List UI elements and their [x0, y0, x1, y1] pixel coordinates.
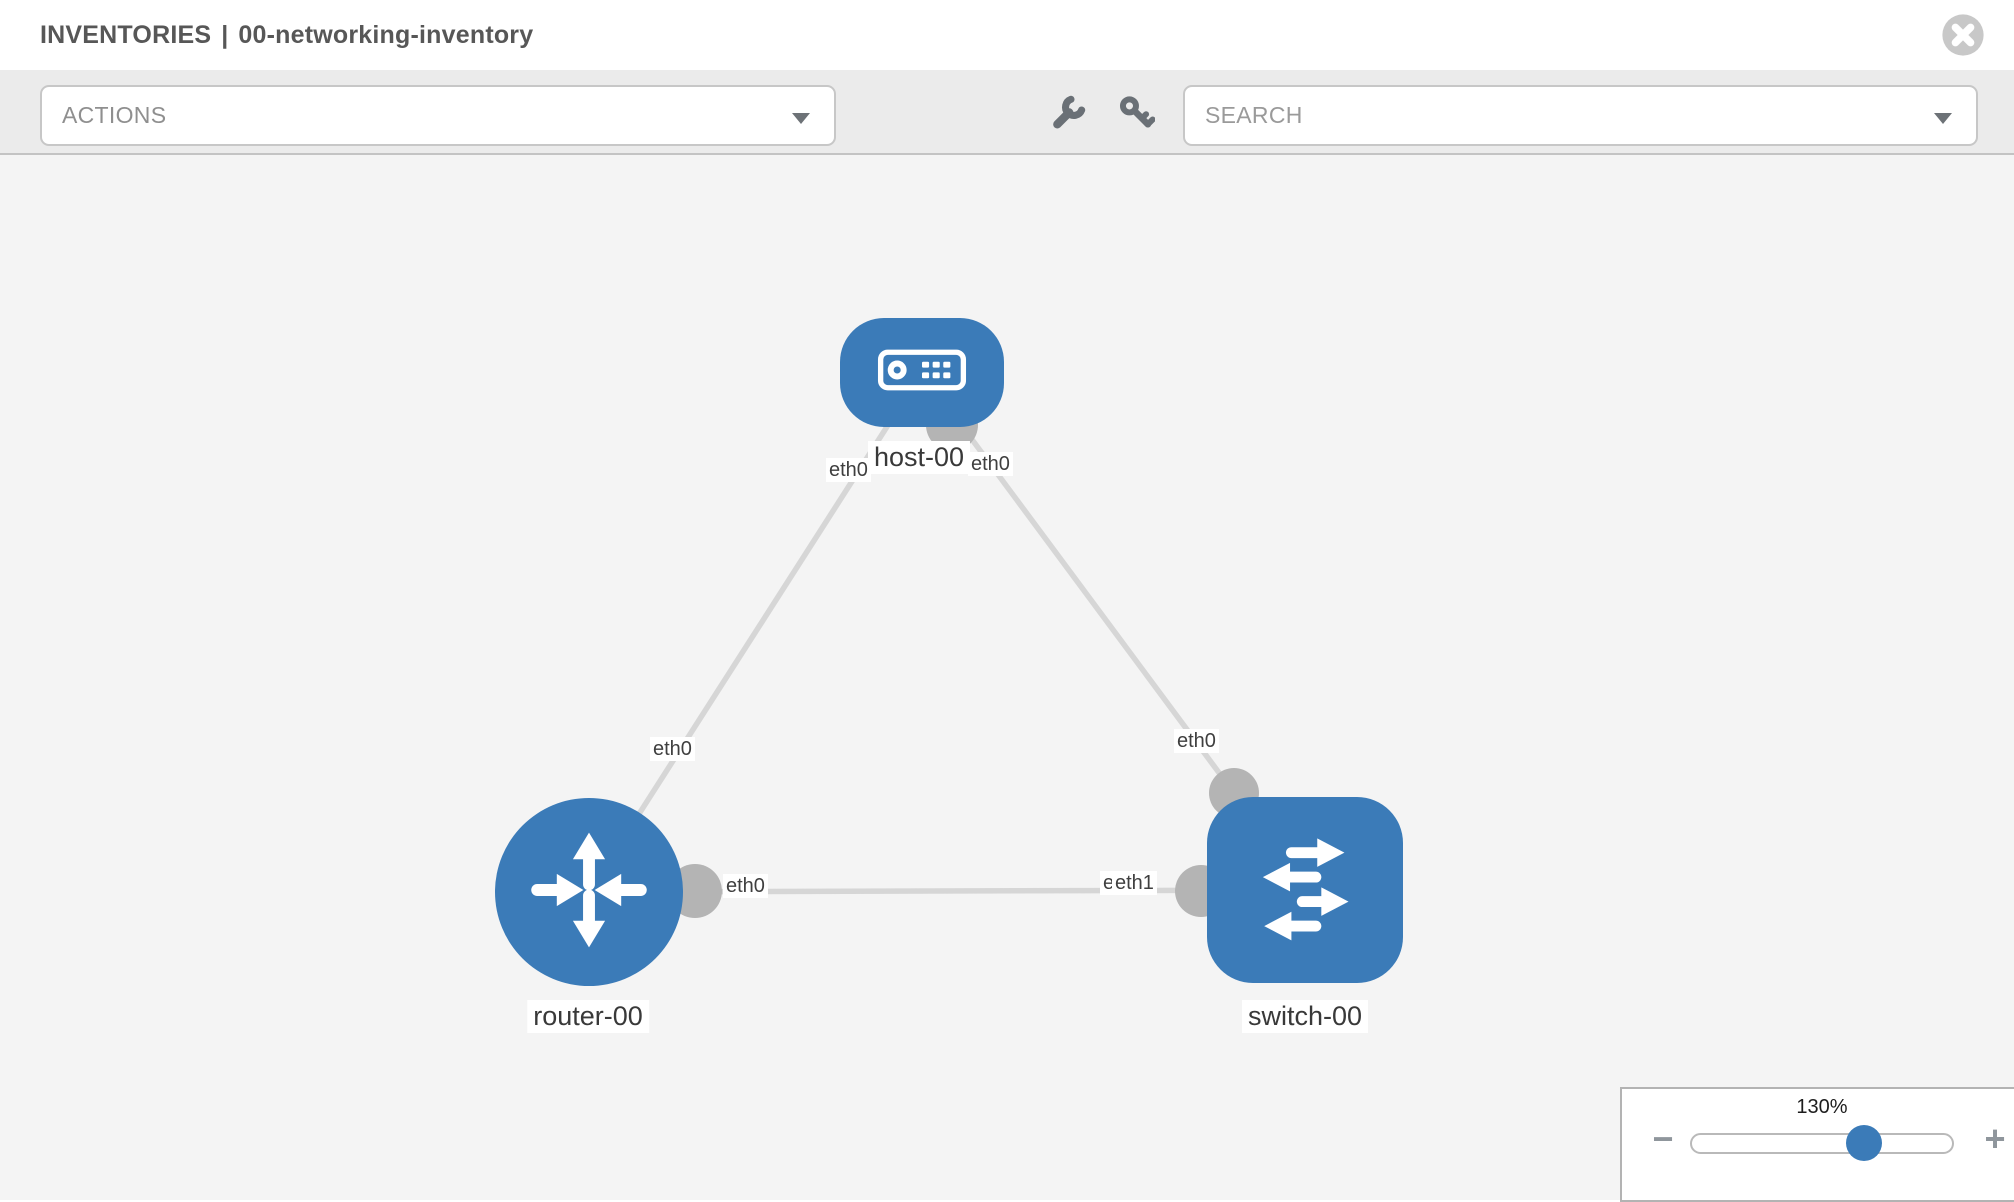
actions-dropdown-label: ACTIONS	[62, 102, 167, 128]
node-label-switch-00: switch-00	[1241, 1000, 1369, 1033]
interface-label-switch-eth1: eth1	[1112, 871, 1157, 895]
interface-label-switch-link-eth0: eth0	[1174, 729, 1219, 753]
breadcrumb-separator: |	[221, 20, 229, 49]
zoom-level-label: 130%	[1796, 1096, 1848, 1118]
zoom-out-button[interactable]: −	[1646, 1121, 1680, 1157]
page-title: INVENTORIES | 00-networking-inventory	[40, 21, 533, 50]
router-arrows-icon	[519, 820, 659, 965]
node-router-00[interactable]	[495, 798, 683, 986]
topology-links-layer	[586, 370, 1306, 918]
zoom-slider-thumb[interactable]	[1846, 1125, 1882, 1161]
zoom-slider[interactable]	[1690, 1133, 1954, 1154]
interface-label-host-eth0-left: eth0	[826, 458, 871, 482]
search-input[interactable]	[1205, 102, 1905, 129]
interface-label-host-eth0-right: eth0	[968, 452, 1013, 476]
page-header: INVENTORIES | 00-networking-inventory	[0, 0, 2014, 70]
x-circle-icon	[1941, 14, 1985, 60]
credentials-button[interactable]	[1116, 94, 1156, 134]
actions-dropdown[interactable]: ACTIONS	[40, 85, 836, 146]
topology-canvas[interactable]: host-00 router-00 switch-00 eth0 eth0 et…	[0, 155, 2014, 1200]
zoom-control-panel: 130% − +	[1620, 1087, 2014, 1202]
interface-label-router-link-eth0: eth0	[650, 737, 695, 761]
breadcrumb-section: INVENTORIES	[40, 20, 212, 49]
interface-label-router-eth0: eth0	[723, 874, 768, 898]
node-host-00[interactable]	[840, 318, 1004, 427]
toolbar: ACTIONS	[0, 70, 2014, 155]
node-label-host-00: host-00	[867, 441, 971, 474]
key-icon	[1117, 96, 1156, 135]
search-dropdown[interactable]	[1183, 85, 1978, 146]
adhoc-commands-button[interactable]	[1048, 94, 1088, 134]
link-host00-switch00[interactable]	[919, 370, 1237, 795]
inventory-name: 00-networking-inventory	[238, 20, 534, 49]
close-button[interactable]	[1941, 13, 1985, 57]
node-label-router-00: router-00	[527, 1000, 649, 1033]
caret-down-icon	[792, 113, 810, 124]
switch-arrows-icon	[1234, 820, 1376, 961]
caret-down-icon	[1934, 113, 1952, 124]
zoom-in-button[interactable]: +	[1978, 1121, 2012, 1157]
server-icon	[876, 344, 968, 401]
node-switch-00[interactable]	[1207, 797, 1403, 983]
wrench-icon	[1049, 95, 1087, 135]
